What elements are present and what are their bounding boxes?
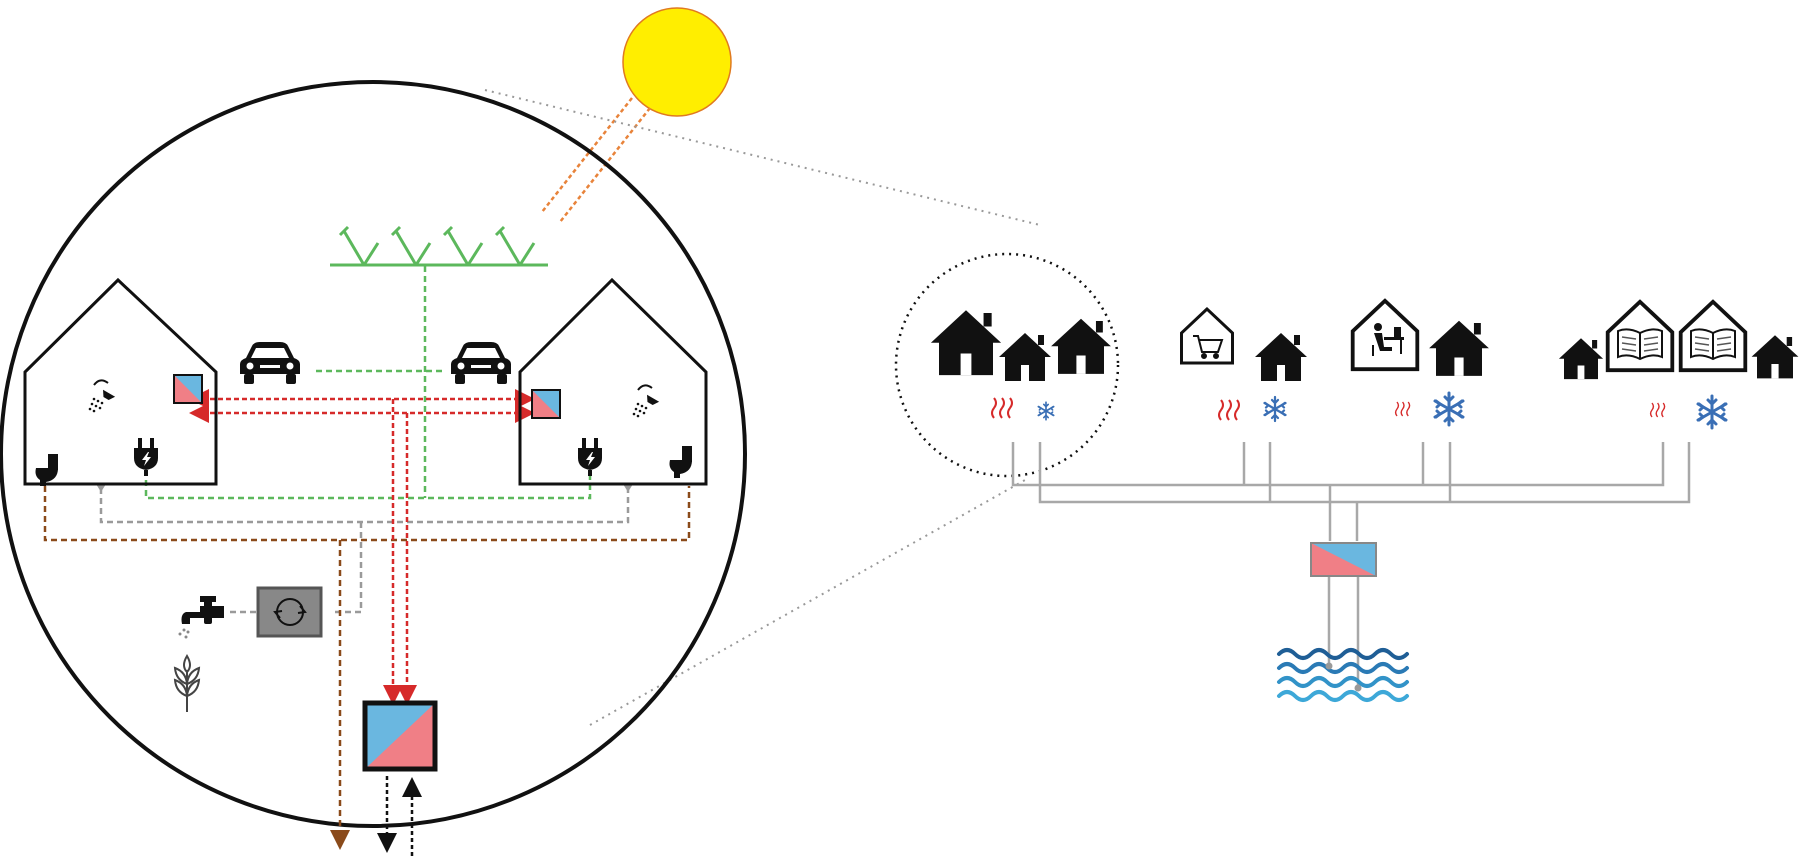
heat-waves-icon xyxy=(1394,401,1411,417)
book-icon xyxy=(1617,328,1663,360)
heat-waves-icon xyxy=(1649,402,1666,418)
car-icon xyxy=(240,342,300,384)
outlet-node xyxy=(1354,684,1362,692)
ground-exchange-flows xyxy=(377,776,422,856)
house-icon xyxy=(1429,320,1489,376)
solar-panel-array xyxy=(330,225,548,267)
heat-exchanger-icon xyxy=(173,374,203,404)
central-heat-exchanger xyxy=(362,700,438,772)
snowflake-icon xyxy=(1037,401,1055,421)
shower-icon xyxy=(87,379,117,414)
house-icon xyxy=(1051,318,1111,374)
sea-waves-icon xyxy=(1277,648,1409,702)
district-pipe-network xyxy=(1011,442,1691,688)
wheat-icon xyxy=(173,654,201,712)
tap-icon xyxy=(178,596,224,639)
heat-waves-icon xyxy=(1218,399,1240,421)
snowflake-icon xyxy=(1433,391,1465,427)
snowflake-icon xyxy=(1696,394,1728,430)
water-valve-right-icon xyxy=(623,484,633,492)
waste-network xyxy=(43,486,691,850)
car-icon xyxy=(451,342,511,384)
heat-network xyxy=(189,389,535,705)
heat-exchanger-icon xyxy=(531,389,561,419)
house-right xyxy=(518,277,708,486)
building-group-library xyxy=(1558,299,1799,380)
plug-icon xyxy=(134,438,158,476)
electricity-network xyxy=(144,266,592,500)
snowflake-icon xyxy=(1263,395,1287,423)
house-left xyxy=(23,277,218,486)
heat-waves-icon xyxy=(991,397,1013,419)
plug-icon xyxy=(578,438,602,476)
district-heat-exchanger xyxy=(1310,542,1377,577)
toilet-icon xyxy=(669,446,692,478)
water-network xyxy=(99,488,630,614)
zoom-focus-circle xyxy=(894,252,1120,478)
zoom-connector-lines xyxy=(484,89,1041,726)
house-icon xyxy=(1558,338,1604,380)
intake-node xyxy=(1325,662,1333,670)
desk-worker-icon xyxy=(1372,323,1404,356)
house-icon xyxy=(999,333,1051,381)
house-icon xyxy=(1751,335,1799,379)
building-group-office xyxy=(1350,298,1489,376)
detail-circle xyxy=(0,80,747,828)
house-icon xyxy=(1255,333,1307,381)
house-icon xyxy=(930,310,1002,376)
water-valve-left-icon xyxy=(96,484,106,492)
book-icon xyxy=(1690,328,1736,360)
toilet-icon xyxy=(35,454,58,486)
shower-icon xyxy=(631,384,661,419)
water-recycler xyxy=(256,586,323,638)
shopping-cart-icon xyxy=(1193,335,1224,359)
building-group-residential xyxy=(930,310,1111,381)
building-group-shop xyxy=(1180,307,1307,381)
